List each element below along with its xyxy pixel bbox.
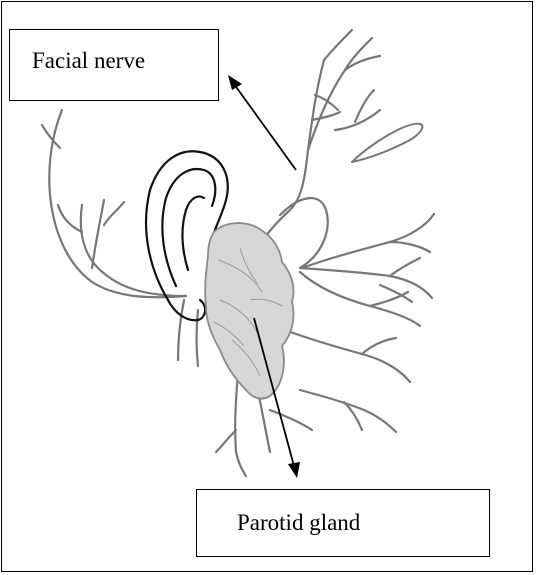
facial-nerve-arrow xyxy=(228,75,296,170)
facial-nerve-label-text: Facial nerve xyxy=(32,48,145,74)
parotid-gland-label: Parotid gland xyxy=(196,489,490,557)
parotid-gland-label-text: Parotid gland xyxy=(237,510,360,536)
facial-nerve-label: Facial nerve xyxy=(9,29,219,101)
parotid-gland-shape xyxy=(205,223,293,399)
